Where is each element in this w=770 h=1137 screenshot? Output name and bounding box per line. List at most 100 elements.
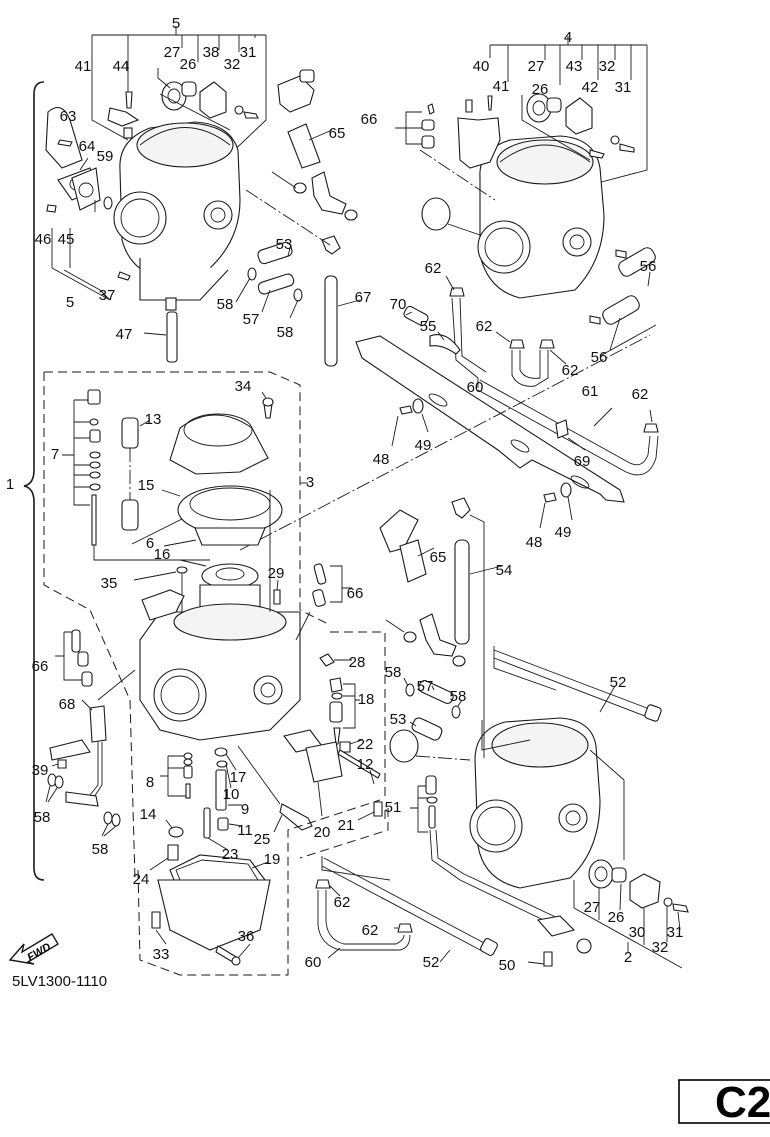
- callout-7: 7: [51, 446, 59, 463]
- callout-8: 8: [146, 774, 154, 791]
- callout-62: 62: [425, 260, 442, 277]
- callout-48: 48: [526, 534, 543, 551]
- callout-37: 37: [99, 287, 116, 304]
- callout-36: 36: [238, 928, 255, 945]
- callout-18: 18: [358, 691, 375, 708]
- callout-42: 42: [582, 79, 599, 96]
- callout-62: 62: [562, 362, 579, 379]
- fuel-rail-bracket: [239, 334, 659, 551]
- callout-46: 46: [35, 231, 52, 248]
- callout-20: 20: [314, 824, 331, 841]
- carburetor-top-left: [45, 26, 267, 363]
- callout-52: 52: [423, 954, 440, 971]
- callout-41: 41: [493, 78, 510, 95]
- callout-65: 65: [329, 125, 346, 142]
- callout-3: 3: [306, 474, 314, 491]
- callout-62: 62: [632, 386, 649, 403]
- callout-58: 58: [34, 809, 51, 826]
- callout-22: 22: [357, 736, 374, 753]
- callout-5: 5: [172, 15, 180, 32]
- callout-13: 13: [145, 411, 162, 428]
- callout-19: 19: [264, 851, 281, 868]
- callout-49: 49: [415, 437, 432, 454]
- callout-2: 2: [624, 949, 632, 966]
- callout-45: 45: [58, 231, 75, 248]
- callout-50: 50: [499, 957, 516, 974]
- callout-60: 60: [467, 379, 484, 396]
- callout-62: 62: [362, 922, 379, 939]
- callout-28: 28: [349, 654, 366, 671]
- callout-56: 56: [640, 258, 657, 275]
- callout-15: 15: [138, 477, 155, 494]
- callout-62: 62: [334, 894, 351, 911]
- callout-26: 26: [608, 909, 625, 926]
- page-id: C2: [715, 1078, 770, 1127]
- drawing-code: 5LV1300-1110: [12, 973, 107, 990]
- callout-38: 38: [203, 44, 220, 61]
- callout-27: 27: [164, 44, 181, 61]
- callout-24: 24: [133, 871, 150, 888]
- callout-66: 66: [347, 585, 364, 602]
- callout-61: 61: [582, 383, 599, 400]
- callout-60: 60: [305, 954, 322, 971]
- callout-58: 58: [385, 664, 402, 681]
- callout-39: 39: [32, 762, 49, 779]
- carburetor-bottom-right: [299, 497, 689, 969]
- callout-26: 26: [532, 81, 549, 98]
- fwd-label: FWD: [25, 941, 53, 964]
- carburetor-top-right: [395, 36, 657, 388]
- callout-33: 33: [153, 946, 170, 963]
- callout-9: 9: [241, 801, 249, 818]
- callout-52: 52: [610, 674, 627, 691]
- callout-34: 34: [235, 378, 252, 395]
- callout-32: 32: [599, 58, 616, 75]
- fuel-hose-group-top: [235, 69, 361, 367]
- callout-44: 44: [113, 58, 130, 75]
- callout-66: 66: [361, 111, 378, 128]
- callout-53: 53: [390, 711, 407, 728]
- callout-59: 59: [97, 148, 114, 165]
- callout-54: 54: [496, 562, 513, 579]
- callout-65: 65: [430, 549, 447, 566]
- callout-47: 47: [116, 326, 133, 343]
- callout-29: 29: [268, 565, 285, 582]
- callout-40: 40: [473, 58, 490, 75]
- callout-43: 43: [566, 58, 583, 75]
- callout-21: 21: [338, 817, 355, 834]
- callout-58: 58: [277, 324, 294, 341]
- callout-27: 27: [528, 58, 545, 75]
- callout-63: 63: [60, 108, 77, 125]
- callout-10: 10: [223, 786, 240, 803]
- carburetor-main-exploded: [43, 371, 386, 976]
- callout-70: 70: [390, 296, 407, 313]
- callout-69: 69: [574, 453, 591, 470]
- callout-48: 48: [373, 451, 390, 468]
- callout-17: 17: [230, 769, 247, 786]
- callout-55: 55: [420, 318, 437, 335]
- callout-14: 14: [140, 806, 157, 823]
- callout-23: 23: [222, 846, 239, 863]
- callout-11: 11: [237, 822, 253, 839]
- callout-26: 26: [180, 56, 197, 73]
- callout-58: 58: [92, 841, 109, 858]
- callout-66: 66: [32, 658, 49, 675]
- callout-57: 57: [243, 311, 260, 328]
- callout-41: 41: [75, 58, 92, 75]
- callout-12: 12: [357, 756, 374, 773]
- callout-64: 64: [79, 138, 96, 155]
- callout-53: 53: [276, 236, 293, 253]
- callout-58: 58: [450, 688, 467, 705]
- callout-49: 49: [555, 524, 572, 541]
- callout-6: 6: [146, 535, 154, 552]
- callout-31: 31: [615, 79, 632, 96]
- callout-4: 4: [564, 29, 572, 46]
- fwd-direction-arrow: FWD: [8, 933, 59, 965]
- callout-58: 58: [217, 296, 234, 313]
- callout-31: 31: [667, 924, 684, 941]
- callout-5: 5: [66, 294, 74, 311]
- callout-57: 57: [417, 678, 434, 695]
- callout-16: 16: [154, 546, 171, 563]
- callout-1: 1: [6, 476, 14, 493]
